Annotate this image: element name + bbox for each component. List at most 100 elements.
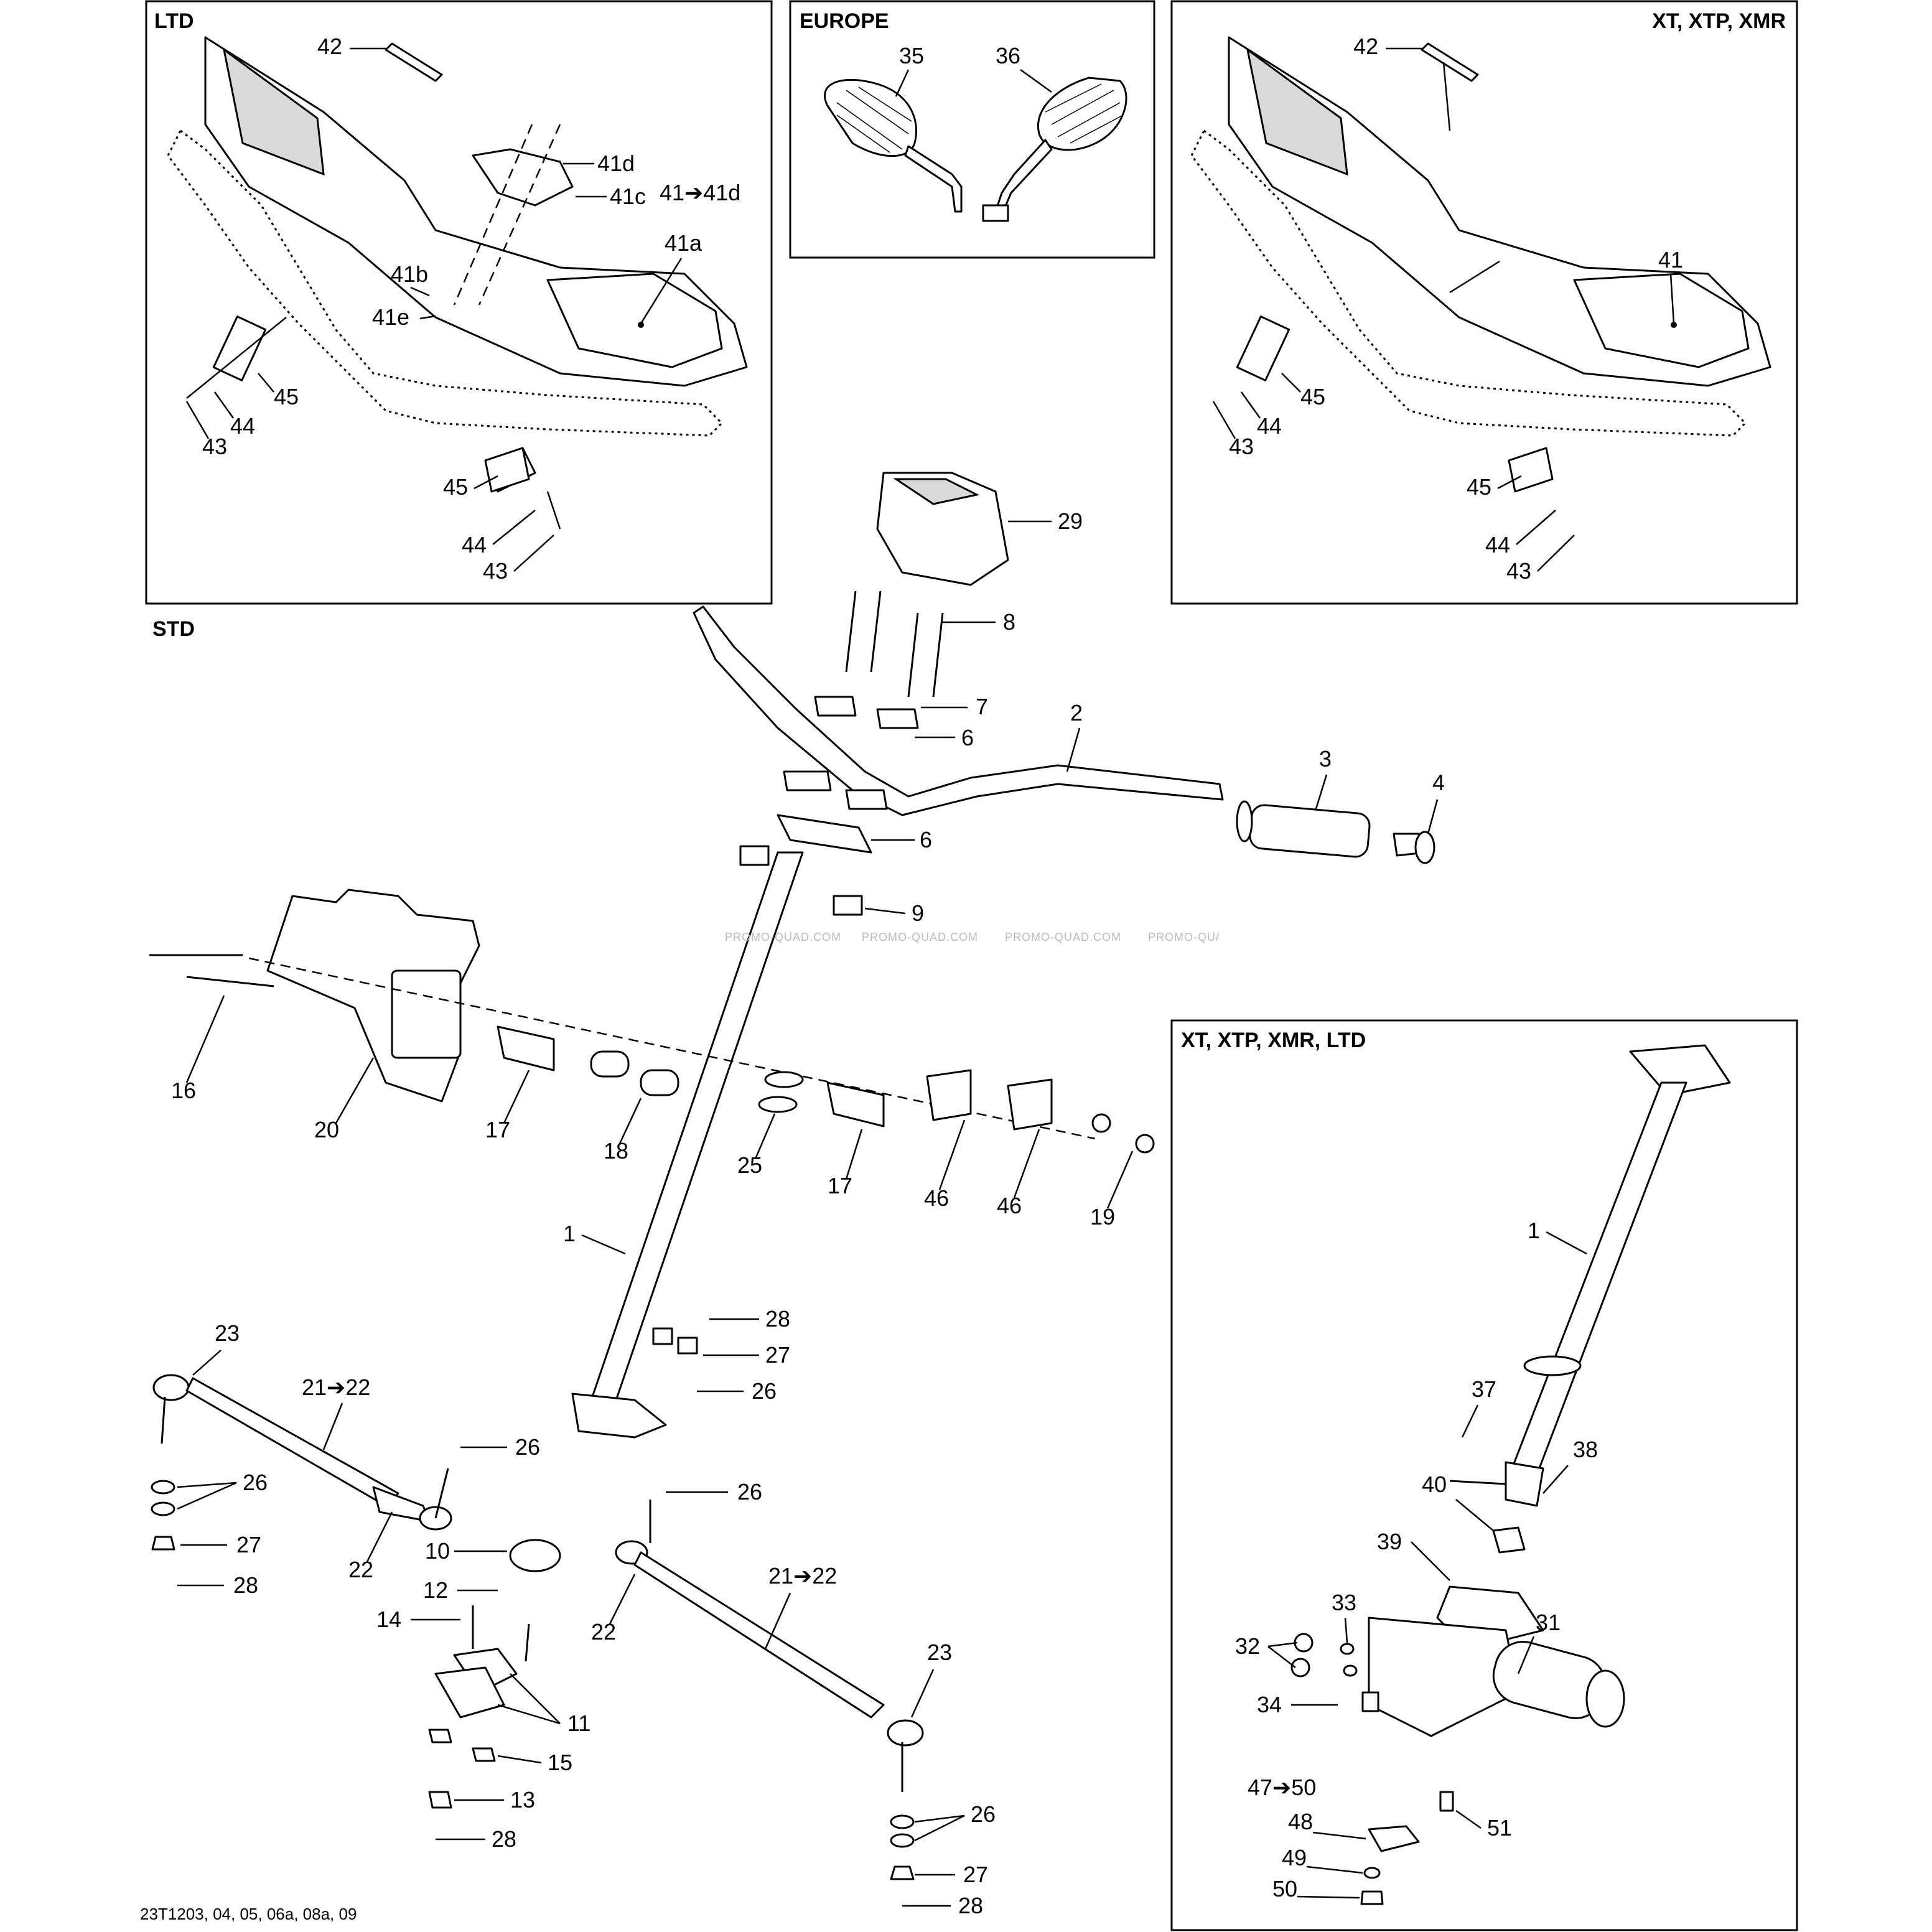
svg-text:50: 50 <box>1272 1876 1297 1902</box>
svg-text:9: 9 <box>912 900 924 926</box>
svg-text:37: 37 <box>1472 1376 1496 1402</box>
svg-text:38: 38 <box>1573 1437 1598 1462</box>
svg-text:21➔22: 21➔22 <box>768 1563 837 1589</box>
svg-text:PROMO-QUAD.COM: PROMO-QUAD.COM <box>725 931 841 943</box>
svg-text:15: 15 <box>548 1750 572 1775</box>
svg-text:41e: 41e <box>372 304 409 330</box>
panel-xt-frame <box>1170 0 1798 605</box>
svg-text:42: 42 <box>317 34 342 59</box>
svg-text:28: 28 <box>492 1826 516 1852</box>
svg-text:39: 39 <box>1377 1529 1402 1554</box>
svg-text:26: 26 <box>971 1801 996 1827</box>
svg-text:45: 45 <box>1467 474 1491 500</box>
svg-text:26: 26 <box>752 1378 777 1404</box>
xt-handguard-assembly <box>1190 36 1771 493</box>
svg-text:28: 28 <box>958 1893 983 1918</box>
svg-text:41b: 41b <box>391 261 428 287</box>
svg-text:26: 26 <box>515 1434 540 1460</box>
svg-text:41d: 41d <box>597 151 635 176</box>
svg-text:28: 28 <box>765 1306 790 1332</box>
svg-text:11: 11 <box>567 1710 590 1736</box>
svg-text:40: 40 <box>1422 1472 1447 1497</box>
footer-part-code: 23T1203, 04, 05, 06a, 08a, 09 <box>140 1905 357 1923</box>
svg-text:28: 28 <box>233 1572 258 1598</box>
svg-text:43: 43 <box>483 558 508 584</box>
xt-labels: 42 41 45 44 43 45 44 43 <box>1212 34 1683 584</box>
svg-text:46: 46 <box>997 1193 1022 1218</box>
svg-text:45: 45 <box>1300 384 1325 409</box>
panel-europe-title: EUROPE <box>800 9 889 33</box>
svg-text:14: 14 <box>376 1607 401 1632</box>
ltd-labels: 42 41d 41c 41➔41d 41a 41b 41e 45 44 43 4… <box>185 34 740 584</box>
svg-text:44: 44 <box>230 413 255 439</box>
svg-text:6: 6 <box>920 827 932 852</box>
panel-europe-frame <box>789 0 1155 259</box>
svg-text:32: 32 <box>1235 1633 1260 1659</box>
svg-text:20: 20 <box>314 1117 339 1142</box>
svg-text:51: 51 <box>1487 1815 1512 1841</box>
svg-text:4: 4 <box>1432 770 1445 795</box>
svg-text:43: 43 <box>1229 434 1254 459</box>
svg-text:1: 1 <box>1528 1218 1540 1243</box>
svg-text:8: 8 <box>1003 609 1015 635</box>
svg-text:44: 44 <box>1485 532 1510 558</box>
svg-text:36: 36 <box>996 43 1020 68</box>
svg-text:26: 26 <box>243 1470 268 1495</box>
svg-text:41: 41 <box>1658 247 1683 273</box>
svg-text:23: 23 <box>215 1320 240 1346</box>
svg-text:43: 43 <box>202 434 227 459</box>
svg-text:18: 18 <box>604 1138 628 1164</box>
europe-mirrors <box>824 77 1127 222</box>
svg-text:41c: 41c <box>610 184 646 209</box>
svg-text:41a: 41a <box>665 230 702 256</box>
svg-text:27: 27 <box>963 1862 988 1887</box>
europe-labels: 35 36 <box>895 43 1052 97</box>
svg-text:33: 33 <box>1332 1590 1356 1615</box>
svg-text:1: 1 <box>563 1221 576 1246</box>
std-steering-assembly <box>149 472 1435 1880</box>
svg-text:17: 17 <box>828 1173 852 1198</box>
svg-text:6: 6 <box>961 725 974 750</box>
svg-text:10: 10 <box>425 1538 450 1564</box>
svg-text:23: 23 <box>927 1640 952 1665</box>
svg-text:34: 34 <box>1257 1692 1282 1717</box>
svg-text:25: 25 <box>737 1152 762 1178</box>
svg-text:45: 45 <box>443 474 468 500</box>
panel-xt-title: XT, XTP, XMR <box>1652 9 1786 33</box>
svg-text:31: 31 <box>1536 1610 1561 1635</box>
svg-text:7: 7 <box>976 694 988 719</box>
svg-text:44: 44 <box>462 532 487 558</box>
svg-text:21➔22: 21➔22 <box>302 1374 370 1400</box>
svg-text:PROMO-QU/: PROMO-QU/ <box>1148 931 1220 943</box>
svg-text:PROMO-QUAD.COM: PROMO-QUAD.COM <box>1005 931 1121 943</box>
svg-text:47➔50: 47➔50 <box>1248 1775 1316 1800</box>
svg-text:22: 22 <box>591 1619 616 1645</box>
svg-text:2: 2 <box>1070 700 1083 726</box>
svg-text:45: 45 <box>274 384 299 409</box>
xt-ltd-steering-gearbox <box>1290 1044 1731 1905</box>
svg-text:19: 19 <box>1090 1204 1115 1230</box>
svg-text:13: 13 <box>510 1787 535 1813</box>
svg-text:16: 16 <box>171 1078 196 1103</box>
svg-text:PROMO-QUAD.COM: PROMO-QUAD.COM <box>862 931 978 943</box>
panel-ltd-title: LTD <box>154 9 194 33</box>
panel-std-title: STD <box>152 617 195 641</box>
svg-text:3: 3 <box>1319 746 1332 772</box>
panel-ltd-frame <box>145 0 773 605</box>
svg-text:42: 42 <box>1353 34 1378 59</box>
svg-text:29: 29 <box>1058 508 1083 534</box>
panel-xt-ltd-frame <box>1170 1019 1798 1931</box>
svg-text:44: 44 <box>1257 413 1282 439</box>
panel-xt-ltd-title: XT, XTP, XMR, LTD <box>1181 1029 1366 1052</box>
svg-text:26: 26 <box>737 1479 762 1505</box>
svg-text:35: 35 <box>899 43 924 68</box>
svg-text:48: 48 <box>1288 1809 1313 1834</box>
xt-ltd-labels: 1 37 38 40 39 33 32 31 34 47➔50 48 51 49… <box>1235 1218 1598 1902</box>
std-labels: 29 8 7 6 2 3 4 6 9 16 20 17 18 25 17 46 … <box>171 508 1445 1918</box>
svg-text:43: 43 <box>1506 558 1531 584</box>
svg-text:49: 49 <box>1282 1845 1307 1870</box>
svg-text:41➔41d: 41➔41d <box>660 180 740 205</box>
svg-text:27: 27 <box>236 1532 261 1557</box>
svg-text:17: 17 <box>485 1117 510 1142</box>
